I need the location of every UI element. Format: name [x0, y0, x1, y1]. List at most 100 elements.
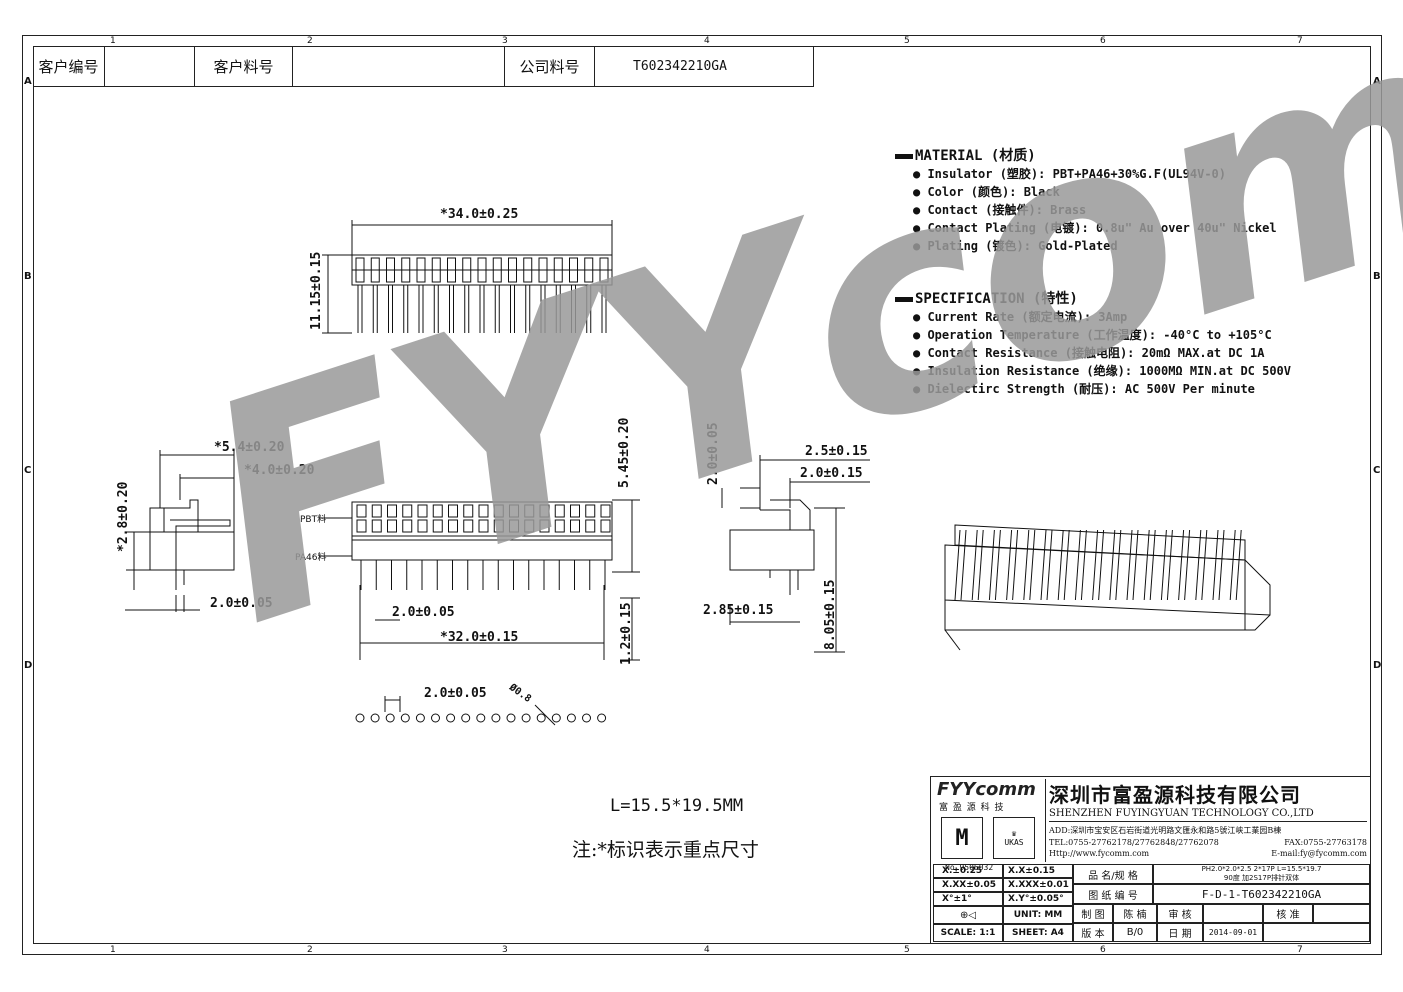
company-phone-row: TEL:0755-27762178/27762848/27762078 FAX:0… [1049, 838, 1367, 847]
company-web: Http://www.fycomm.com [1049, 849, 1150, 858]
front-view-contact [539, 519, 550, 533]
hole-circle [491, 713, 501, 723]
material-section: MATERIAL (材质) ● Insulator (塑胶): PBT+PA46… [895, 145, 1277, 255]
zone-row-d: D [24, 660, 33, 671]
iso-contact [1023, 529, 1030, 601]
moody-cert-icon: M [941, 817, 983, 859]
front-view-contact [463, 519, 474, 533]
company-tel: TEL:0755-27762178/27762848/27762078 [1049, 838, 1219, 847]
front-view-contact [448, 504, 458, 518]
iso-contact [960, 529, 967, 601]
spec-item: ● Insulation Resistance (绝缘): 1000MΩ MIN… [913, 364, 1292, 378]
zone-col-3-bottom: 3 [502, 945, 508, 955]
drawing-border-inner [33, 46, 1371, 944]
zone-row-a: A [24, 76, 32, 87]
hole-circle [385, 713, 395, 723]
iso-contact [1012, 529, 1019, 601]
top-view-pin [523, 257, 533, 283]
iso-contact [1006, 529, 1013, 601]
zone-col-2-bottom: 2 [307, 945, 313, 955]
check-value [1203, 904, 1263, 923]
hole-circle [446, 713, 456, 723]
iso-contact [1160, 529, 1167, 601]
zone-col-3: 3 [502, 36, 508, 46]
top-view-pin [386, 257, 395, 283]
approve-value [1313, 904, 1370, 923]
iso-contact [1063, 529, 1070, 601]
top-view-pin [431, 257, 441, 283]
front-view-contact [539, 504, 550, 518]
iso-contact [1178, 529, 1185, 601]
iso-contact [971, 529, 978, 601]
hole-circle [370, 713, 380, 723]
iso-contact [1098, 529, 1105, 601]
material-item: ● Insulator (塑胶): PBT+PA46+30%G.F(UL94V-… [913, 167, 1226, 181]
iso-contact [994, 529, 1001, 601]
customer-part-label: 客户料号 [195, 46, 293, 86]
dim-front-pitch: 2.0±0.05 [392, 605, 455, 620]
front-view-contact [600, 519, 611, 533]
company-logo-sub: 富 盈 源 科 技 [939, 803, 1005, 813]
projection-symbol-icon: ⊕◁ [933, 906, 1003, 924]
hole-circle [355, 713, 365, 723]
iso-contact [1126, 529, 1133, 601]
spec-item: ● Dielectirc Strength (耐压): AC 500V Per … [913, 382, 1255, 396]
top-view-pin [599, 257, 609, 283]
zone-row-c: C [24, 465, 32, 476]
company-logo: FYYcomm [937, 779, 1036, 800]
tolerance-5: X°±1° [933, 892, 1003, 906]
hole-pattern [384, 696, 556, 726]
front-view-contact [570, 519, 580, 533]
check-label: 审 核 [1157, 904, 1203, 923]
front-view-contact [417, 504, 428, 518]
date-value: 2014-09-01 [1203, 923, 1263, 942]
front-view-contact [371, 519, 382, 533]
front-view-contact [356, 504, 367, 518]
company-fax: FAX:0755-27763178 [1284, 838, 1367, 847]
hole-circle [521, 713, 531, 723]
blank-cell [1263, 923, 1370, 942]
customer-no-value [105, 46, 195, 86]
dim-left-w2: *4.0±0.20 [244, 463, 315, 478]
ukas-cert-icon: ♛UKAS [993, 817, 1035, 859]
header-table: 客户编号 客户料号 公司料号 T602342210GA [33, 46, 814, 87]
dim-left-pitch: 2.0±0.05 [210, 596, 273, 611]
drawing-number-value: F-D-1-T602342210GA [1153, 884, 1370, 904]
right-side-view [721, 455, 870, 653]
iso-contact [1184, 529, 1191, 601]
iso-contact [1046, 529, 1053, 601]
sheet-label: SHEET: A4 [1003, 924, 1073, 942]
drawn-value: 陈 楠 [1113, 904, 1157, 923]
iso-contact [1149, 529, 1156, 601]
front-view-contact [600, 504, 611, 518]
dim-right-w2: 2.0±0.15 [800, 466, 863, 481]
cert-number: No.9506032 [945, 863, 994, 872]
material-title: MATERIAL (材质) [895, 145, 1277, 165]
material-item: ● Contact (接触件): Brass [913, 203, 1087, 217]
front-view-contact [554, 519, 565, 533]
iso-contact [1109, 529, 1116, 601]
iso-contact [1235, 529, 1242, 601]
material-item: ● Contact Plating (电镀): 0.8u" Au over 40… [913, 221, 1277, 235]
zone-row-d-right: D [1373, 660, 1382, 671]
spec-item: ● Current Rate (额定电流): 3Amp [913, 310, 1128, 324]
iso-contact [1229, 529, 1236, 601]
spec-item: ● Contact Resistance (接触电阻): 20mΩ MAX.at… [913, 346, 1265, 360]
front-view-contact [570, 504, 580, 518]
dim-front-pin: 1.2±0.15 [619, 602, 634, 665]
top-view-pin [462, 257, 472, 283]
zone-row-c-right: C [1373, 465, 1381, 476]
specification-list: ● Current Rate (额定电流): 3Amp ● Operation … [913, 308, 1291, 398]
dim-right-base: 2.85±0.15 [703, 603, 774, 618]
company-address: ADD:深圳市宝安区石岩街道光明路文匯永和路5號江峡工業园B棟 [1049, 826, 1282, 835]
front-view-contact [448, 519, 458, 533]
name-label: 品 名/规 格 [1073, 864, 1153, 884]
hole-circle [461, 713, 471, 723]
dim-right-w1: 2.5±0.15 [805, 444, 868, 459]
front-view [320, 499, 640, 661]
iso-contact [1143, 529, 1150, 601]
top-view-pin [416, 257, 426, 283]
iso-contact [1092, 529, 1099, 601]
